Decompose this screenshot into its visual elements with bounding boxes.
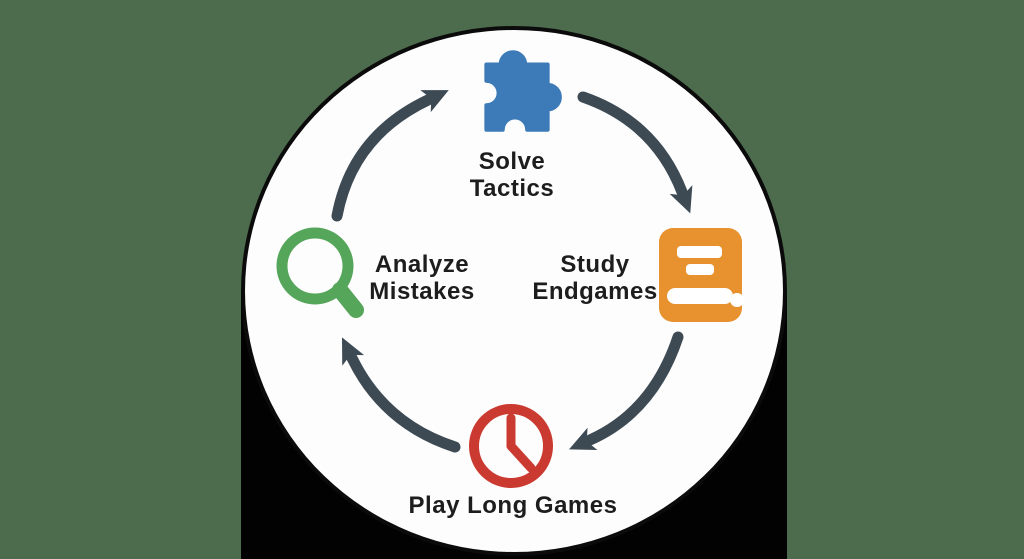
book-icon — [659, 228, 744, 322]
arrow-solve-to-study — [577, 91, 693, 214]
clock-icon — [469, 404, 553, 488]
step-label-play-long-games: Play Long Games — [363, 492, 663, 519]
step-label-line: Mistakes — [369, 278, 475, 305]
arrow-play-to-analyze — [341, 337, 461, 453]
step-label-solve-tactics: Solve Tactics — [412, 148, 612, 202]
arrow-study-to-play — [569, 331, 684, 451]
step-label-line: Endgames — [532, 278, 658, 305]
step-label-line: Play Long Games — [408, 492, 618, 519]
step-label-line: Analyze — [374, 251, 470, 278]
puzzle-piece-icon — [484, 50, 562, 132]
step-label-line: Study — [560, 251, 630, 278]
step-label-line: Tactics — [469, 175, 555, 202]
step-label-study-endgames: Study Endgames — [495, 251, 695, 305]
step-label-analyze-mistakes: Analyze Mistakes — [322, 251, 522, 305]
arrow-analyze-to-solve — [331, 90, 449, 222]
step-label-line: Solve — [478, 148, 546, 175]
magnifying-glass-icon — [276, 227, 364, 318]
